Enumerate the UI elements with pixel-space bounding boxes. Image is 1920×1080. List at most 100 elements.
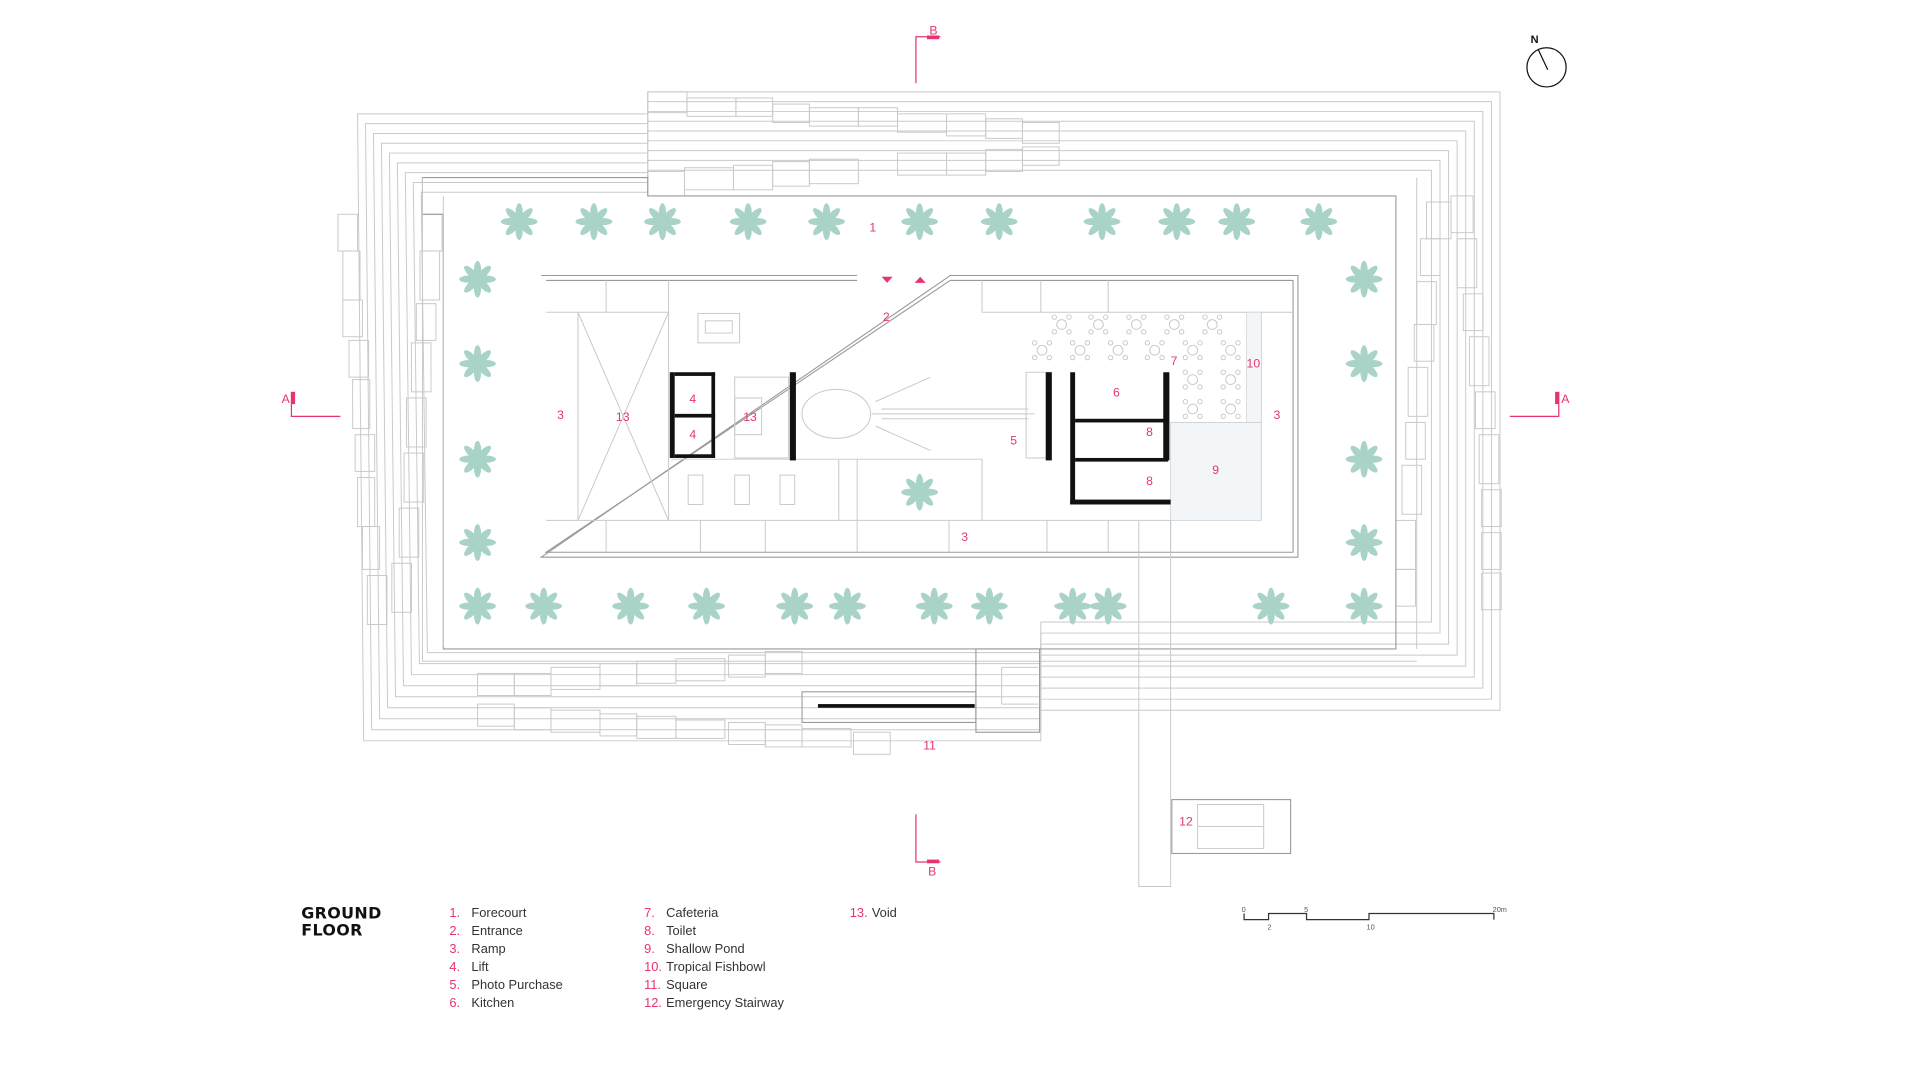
legend-item: 5.Photo Purchase [449,977,562,992]
tree-icon [459,345,496,383]
scale-tick: 10 [1367,922,1375,931]
legend-number: 9. [644,941,655,956]
tree-icon [459,587,496,625]
legend-number: 1. [449,905,460,920]
legend-label: Entrance [471,923,522,938]
table-icon [1107,340,1129,361]
legend-number: 8. [644,923,655,938]
label-void: 13 [743,410,757,424]
legend-label: Shallow Pond [666,941,745,956]
entrance-arrow-out [914,276,926,283]
table-icon [1088,314,1109,335]
tree-icon [1218,203,1256,240]
tree-icon [828,587,866,625]
legend-label: Kitchen [471,995,514,1010]
table-icon [1182,398,1203,420]
scale-bar: 0 5 20m 2 10 [1242,905,1507,931]
legend-item: 13. Void [850,905,897,920]
label-toilet: 8 [1146,474,1153,488]
legend-label: Ramp [471,941,505,956]
legend-number: 4. [449,959,460,974]
plan-labels: 1 2 3 3 3 4 4 5 6 7 8 8 9 10 11 12 13 13 [557,220,1280,828]
stone-blocks [337,91,1502,755]
tree-icon [808,203,845,240]
legend-item: 7.Cafeteria [644,905,719,920]
tree-icon [1158,203,1196,240]
table-icon [1069,340,1091,361]
legend-item: 9. Shallow Pond [644,941,745,956]
forecourt-platform [421,177,1418,662]
tree-icon [901,203,938,240]
tree-icon [1345,345,1383,383]
table-icon [1202,314,1223,335]
legend-number: 11. [644,977,661,992]
section-a-left: A [282,392,291,406]
legend-item: 1. Forecourt [449,905,526,920]
scale-tick: 20m [1493,905,1507,914]
legend-item: 6.Kitchen [449,995,514,1010]
legend-label: Square [666,977,707,992]
legend: 1. Forecourt 2. Entrance 3. Ramp 4.Lift 5.Photo… [449,905,896,1010]
scale-tick: 5 [1304,905,1308,914]
north-label: N [1531,34,1539,46]
tree-icon [1345,440,1383,478]
legend-number: 10. [644,959,662,974]
terrace-steps [357,91,1501,742]
tree-icon [525,587,563,625]
legend-number: 5. [449,977,460,992]
table-icon [1220,369,1241,390]
table-icon [1182,340,1203,361]
legend-label: Emergency Stairway [666,995,784,1010]
table-icon [1220,340,1241,361]
tree-icon [459,440,496,478]
entrance-arrow-in [881,276,893,283]
tree-icon [644,203,681,240]
trees [459,203,1383,625]
tree-icon [688,587,725,625]
tree-icon [1054,587,1092,625]
cafeteria-tables [1032,314,1241,420]
plan-title-line2: FLOOR [301,921,363,940]
legend-item: 4.Lift [449,959,489,974]
section-markers: B B A A [282,23,1571,878]
tree-icon [729,203,767,240]
legend-item: 3. Ramp [449,941,505,956]
label-forecourt: 1 [869,220,876,234]
tree-icon [1083,203,1121,240]
tree-icon [915,587,953,625]
north-arrow: N [1526,34,1567,88]
legend-item: 10. Tropical Fishbowl [644,959,765,974]
legend-label: Tropical Fishbowl [666,959,765,974]
label-entrance: 2 [883,310,890,324]
tree-icon [1089,587,1127,625]
tree-icon [1345,260,1383,298]
label-ramp: 3 [557,408,564,422]
tree-icon [1252,587,1290,625]
scale-tick: 2 [1267,922,1271,931]
legend-item: 2. Entrance [449,923,522,938]
label-photo: 5 [1010,433,1017,447]
legend-item: 11. Square [644,977,707,992]
label-kitchen: 6 [1113,386,1120,400]
tree-icon [1345,587,1383,625]
table-icon [1032,340,1053,361]
table-icon [1164,314,1185,335]
legend-item: 8. Toilet [644,923,696,938]
table-icon [1220,398,1241,420]
legend-label: Forecourt [471,905,526,920]
legend-number: 3. [449,941,460,956]
tree-icon [901,473,938,511]
building [539,274,1299,558]
legend-number: 13. [850,905,868,920]
legend-number: 2. [449,923,460,938]
scale-tick: 0 [1242,905,1246,914]
legend-label: Void [872,905,897,920]
legend-label: Cafeteria [666,905,719,920]
legend-item: 12.Emergency Stairway [644,995,784,1010]
table-icon [1144,340,1165,361]
label-lift: 4 [689,427,696,441]
tree-icon [500,203,538,240]
legend-label: Toilet [666,923,696,938]
section-b-bottom: B [928,865,936,879]
